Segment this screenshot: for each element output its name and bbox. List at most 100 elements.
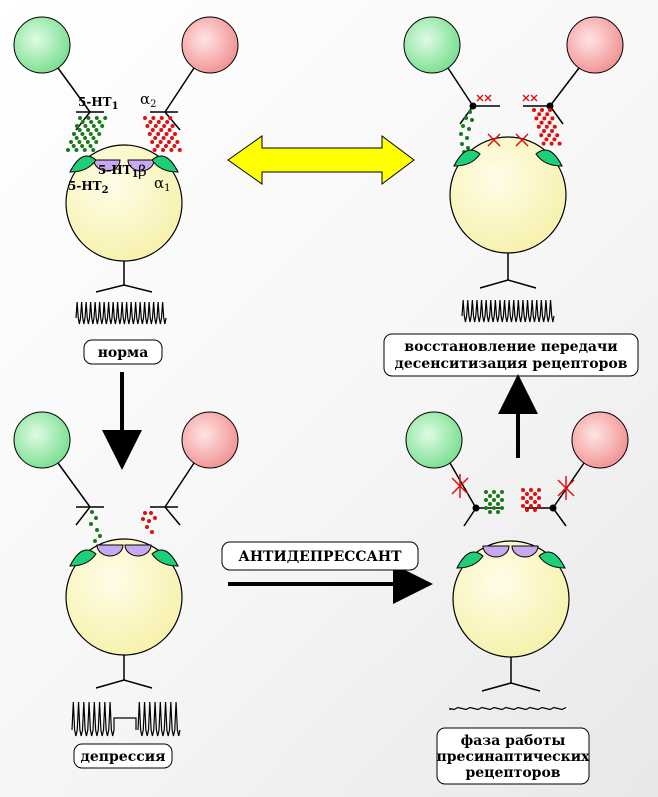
desensitized-receptor-marker xyxy=(487,133,501,147)
double-arrow xyxy=(227,135,415,185)
neurotransmitter-dot xyxy=(97,120,102,124)
neurotransmitter-dot xyxy=(533,508,537,512)
neurotransmitter-dot xyxy=(150,530,154,534)
neurotransmitter-dot xyxy=(145,124,150,128)
label-box-antidepressant xyxy=(221,541,419,571)
neurotransmitter-dot xyxy=(80,120,85,124)
norepinephrine-molecules xyxy=(141,511,157,534)
noradrenergic-neuron xyxy=(181,16,239,74)
axon-branch xyxy=(95,284,153,293)
neurotransmitter-dot xyxy=(545,112,550,117)
neurotransmitter-dot xyxy=(536,124,541,129)
serotonergic-neuron xyxy=(403,16,461,74)
label-box-phase xyxy=(436,727,590,785)
autoreceptor-node xyxy=(549,504,557,512)
autoreceptor-node xyxy=(469,102,477,110)
desensitized-markers xyxy=(476,94,538,102)
neurotransmitter-dot xyxy=(552,137,557,142)
neurotransmitter-dot xyxy=(80,132,85,136)
neurotransmitter-dot xyxy=(153,136,158,140)
neurotransmitter-dot xyxy=(85,140,90,144)
neurotransmitter-dot xyxy=(537,112,542,117)
neurotransmitter-dot xyxy=(461,124,465,128)
neurotransmitter-dot xyxy=(147,132,152,136)
neurotransmitter-dot xyxy=(470,118,474,122)
noradrenergic-neuron xyxy=(566,16,624,74)
neurotransmitter-dot xyxy=(167,140,171,144)
neurotransmitter-dot xyxy=(80,144,85,148)
noradrenergic-axon xyxy=(549,67,580,107)
neurotransmitter-dot xyxy=(86,116,91,120)
neurotransmitter-dot xyxy=(529,496,533,500)
serotonergic-neuron xyxy=(13,411,71,469)
neurotransmitter-dot xyxy=(94,140,99,144)
label-5ht1-postsynaptic: 5-HT1 xyxy=(98,163,139,180)
desensitized-receptor-marker xyxy=(515,133,529,147)
label-5ht2: 5-HT2 xyxy=(68,179,109,196)
neurotransmitter-dot xyxy=(537,488,541,492)
label-alpha1: α1 xyxy=(154,174,171,194)
axon-branch xyxy=(95,679,153,689)
neurotransmitter-dot xyxy=(86,128,91,132)
neurotransmitter-dot xyxy=(547,120,552,125)
neurotransmitter-dot xyxy=(557,141,562,146)
beta-receptor xyxy=(511,545,539,558)
neurotransmitter-dot xyxy=(97,132,102,136)
autoreceptor-node xyxy=(472,504,480,512)
alpha1-receptor xyxy=(151,155,179,173)
neurotransmitter-dot xyxy=(167,128,172,132)
neurotransmitter-dot xyxy=(496,494,500,498)
neurotransmitter-dot xyxy=(548,108,552,112)
neurotransmitter-dot xyxy=(83,136,88,140)
neurotransmitter-dot xyxy=(77,128,82,132)
neurotransmitter-dot xyxy=(521,488,525,492)
neurotransmitter-dot xyxy=(91,124,96,128)
axon-branch xyxy=(479,279,537,289)
neurotransmitter-dot xyxy=(91,148,96,152)
serotonergic-neuron xyxy=(405,411,463,469)
neurotransmitter-dot xyxy=(542,116,547,121)
noradrenergic-neuron xyxy=(571,411,629,469)
neurotransmitter-dot xyxy=(141,517,145,521)
neurotransmitter-dot xyxy=(492,498,496,502)
neurotransmitter-dot xyxy=(529,504,533,508)
label-norm: норма xyxy=(98,345,149,361)
label-box-depression xyxy=(73,743,173,769)
neurotransmitter-dot xyxy=(77,140,82,144)
neurotransmitter-dot xyxy=(78,116,82,120)
neurotransmitter-dot xyxy=(69,140,73,144)
panel-norm: 5-HT1 α2 5-HT1 β 5-HT2 α1 норма xyxy=(13,16,239,365)
label-alpha2: α2 xyxy=(140,90,157,110)
neurotransmitter-dot xyxy=(544,137,549,142)
neurotransmitter-dot xyxy=(537,504,541,508)
neurotransmitter-dot xyxy=(533,500,537,504)
neurotransmitter-dot xyxy=(552,124,557,129)
panel-depression: депрессия xyxy=(13,411,239,769)
neurotransmitter-dot xyxy=(484,506,488,510)
serotonin-molecules xyxy=(89,510,105,547)
x-mark xyxy=(522,94,530,102)
neurotransmitter-dot xyxy=(173,132,177,136)
5ht1-receptor xyxy=(93,159,121,172)
serotonin-molecules xyxy=(66,116,108,152)
neurotransmitter-dot xyxy=(537,496,541,500)
neurotransmitter-dot xyxy=(159,116,164,120)
neurotransmitter-dot xyxy=(103,116,108,120)
neurotransmitter-dot xyxy=(172,144,177,148)
firing-pattern-normal xyxy=(75,301,167,325)
neurotransmitter-dot xyxy=(170,124,175,128)
neurotransmitter-dot xyxy=(541,141,546,146)
firing-pattern-depression xyxy=(71,701,181,737)
blocked-marker xyxy=(451,474,469,498)
neurotransmitter-dot xyxy=(95,528,99,532)
serotonergic-neuron xyxy=(13,16,71,74)
blocked-marker xyxy=(557,476,575,500)
neurotransmitter-dot xyxy=(168,116,173,120)
5ht2-receptor xyxy=(69,155,97,173)
serotonergic-axon xyxy=(57,67,91,113)
neurotransmitter-dot xyxy=(94,116,99,120)
neurotransmitter-dot xyxy=(525,492,529,496)
neurotransmitter-dot xyxy=(492,506,496,510)
neurotransmitter-dot xyxy=(100,124,105,128)
